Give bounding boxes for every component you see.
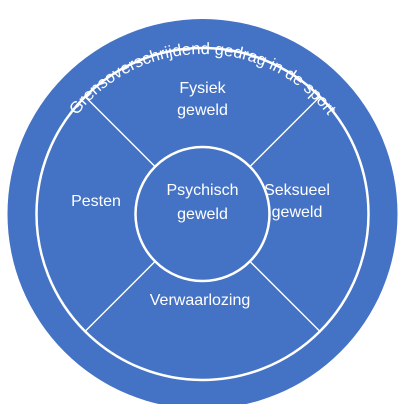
segment-right-line1: Seksueel xyxy=(264,182,330,199)
segment-left-line1: Pesten xyxy=(71,193,121,210)
segment-boundary-circle xyxy=(35,46,370,382)
segment-right-line2: geweld xyxy=(272,204,323,221)
divider-line-bottom-left xyxy=(84,260,156,332)
segment-top-line2: geweld xyxy=(177,102,228,119)
divider-line-top-left xyxy=(84,96,156,168)
center-line1: Psychisch xyxy=(166,182,238,199)
divider-line-top-right xyxy=(249,96,321,168)
segment-bottom-line1: Verwaarlozing xyxy=(150,292,251,309)
divider-line-bottom-right xyxy=(249,260,321,332)
center-circle xyxy=(134,145,271,283)
center-line2: geweld xyxy=(177,206,228,223)
segment-top-line1: Fysiek xyxy=(179,80,226,97)
